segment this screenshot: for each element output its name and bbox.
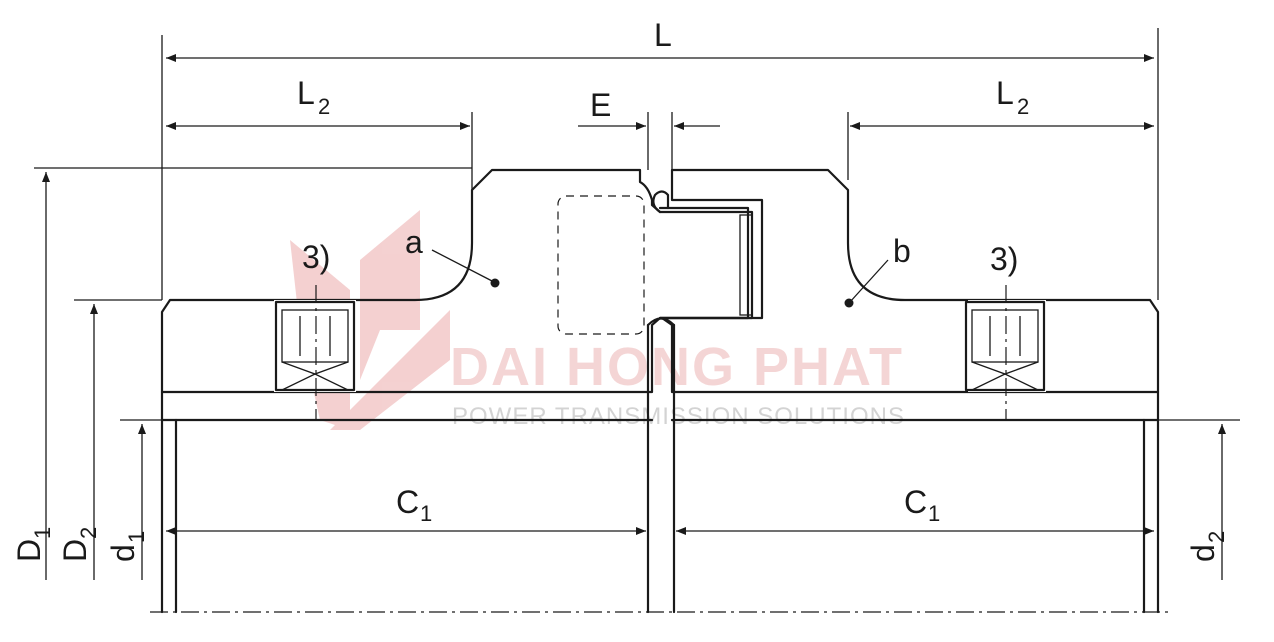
elastomer-sleeve: [739, 214, 753, 316]
set-screw-right: [964, 300, 1046, 392]
dim-label-d2: d: [1185, 544, 1221, 562]
dim-label-C1-left: C: [396, 484, 419, 520]
watermark-subtitle: POWER TRANSMISSION SOLUTIONS: [452, 403, 905, 430]
note-label-left: 3): [302, 239, 330, 275]
dim-label-C1-right-sub: 1: [928, 501, 940, 526]
dim-label-D2: D: [57, 539, 93, 562]
dim-label-D1: D: [11, 539, 47, 562]
dim-label-L2-right-sub: 2: [1017, 94, 1029, 119]
hidden-outline: [557, 195, 645, 335]
set-screw-left: [274, 300, 356, 392]
dim-label-L2-left-sub: 2: [318, 94, 330, 119]
dim-label-D2-sub: 2: [76, 527, 101, 539]
hub-a: [160, 168, 754, 394]
dim-label-E: E: [590, 87, 611, 123]
hub-a-section: [160, 168, 754, 394]
dim-label-d1: d: [105, 544, 141, 562]
dim-label-L2-left: L: [297, 75, 315, 111]
dim-label-L: L: [654, 17, 672, 53]
shaft-bore: [150, 285, 1170, 614]
dim-label-C1-left-sub: 1: [420, 501, 432, 526]
dim-label-C1-right: C: [904, 484, 927, 520]
dimension-lines: [34, 28, 1240, 580]
dim-label-d1-sub: 1: [124, 531, 149, 543]
watermark-title: DAI HONG PHAT: [450, 337, 904, 397]
part-label-a: a: [405, 224, 423, 260]
dim-label-d2-sub: 2: [1204, 531, 1229, 543]
dim-label-L2-right: L: [996, 75, 1014, 111]
dim-label-D1-sub: 1: [30, 527, 55, 539]
part-label-b: b: [893, 233, 911, 269]
note-label-right: 3): [990, 241, 1018, 277]
